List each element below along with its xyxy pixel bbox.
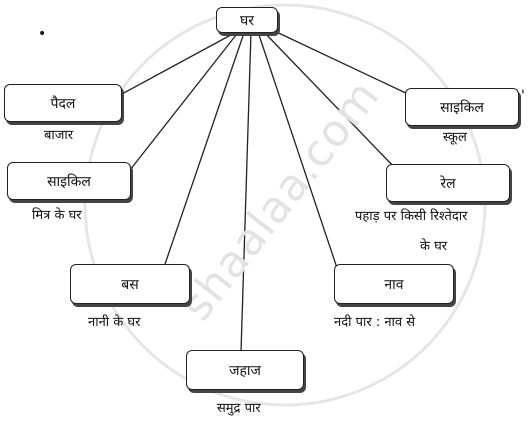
watermark-circle (83, 3, 487, 407)
caption-rail-line2: के घर (420, 239, 448, 254)
node-ghar-label: घर (240, 12, 254, 29)
top-right-tick: ' (521, 88, 525, 104)
node-paidal-label: पैदल (50, 95, 76, 112)
line-to-jahaj (240, 31, 252, 353)
node-cycle-right-label: साइकिल (440, 99, 484, 116)
top-left-dot: • (38, 26, 47, 42)
node-paidal: पैदल (4, 84, 122, 122)
caption-cycle-right: स्कूल (443, 130, 467, 145)
node-naav: नाव (334, 264, 454, 304)
node-rail-label: रेल (440, 175, 456, 192)
node-bus-label: बस (121, 276, 139, 293)
node-jahaj-label: जहाज (229, 362, 261, 379)
line-to-cycle-left (129, 29, 241, 171)
line-to-bus (162, 29, 246, 271)
line-to-cycle-right (267, 27, 411, 96)
node-rail: रेल (386, 164, 510, 202)
line-to-paidal (119, 29, 241, 96)
line-to-naav (257, 31, 338, 269)
caption-paidal: बाजार (44, 128, 74, 143)
caption-rail-line1: पहाड़ पर किसी रिश्तेदार (355, 209, 468, 224)
node-cycle-right: साइकिल (405, 88, 519, 126)
caption-cycle-left: मित्र के घर (32, 208, 82, 223)
caption-jahaj: समुद्र पार (217, 401, 261, 416)
caption-naav: नदी पार : नाव से (334, 315, 416, 330)
line-to-rail (261, 29, 396, 169)
node-bus: बस (70, 264, 190, 304)
node-naav-label: नाव (384, 276, 404, 293)
node-cycle-left: साइकिल (7, 162, 131, 200)
node-cycle-left-label: साइकिल (47, 173, 91, 190)
node-ghar: घर (216, 7, 278, 33)
caption-bus: नानी के घर (88, 315, 141, 330)
node-jahaj: जहाज (186, 350, 304, 390)
